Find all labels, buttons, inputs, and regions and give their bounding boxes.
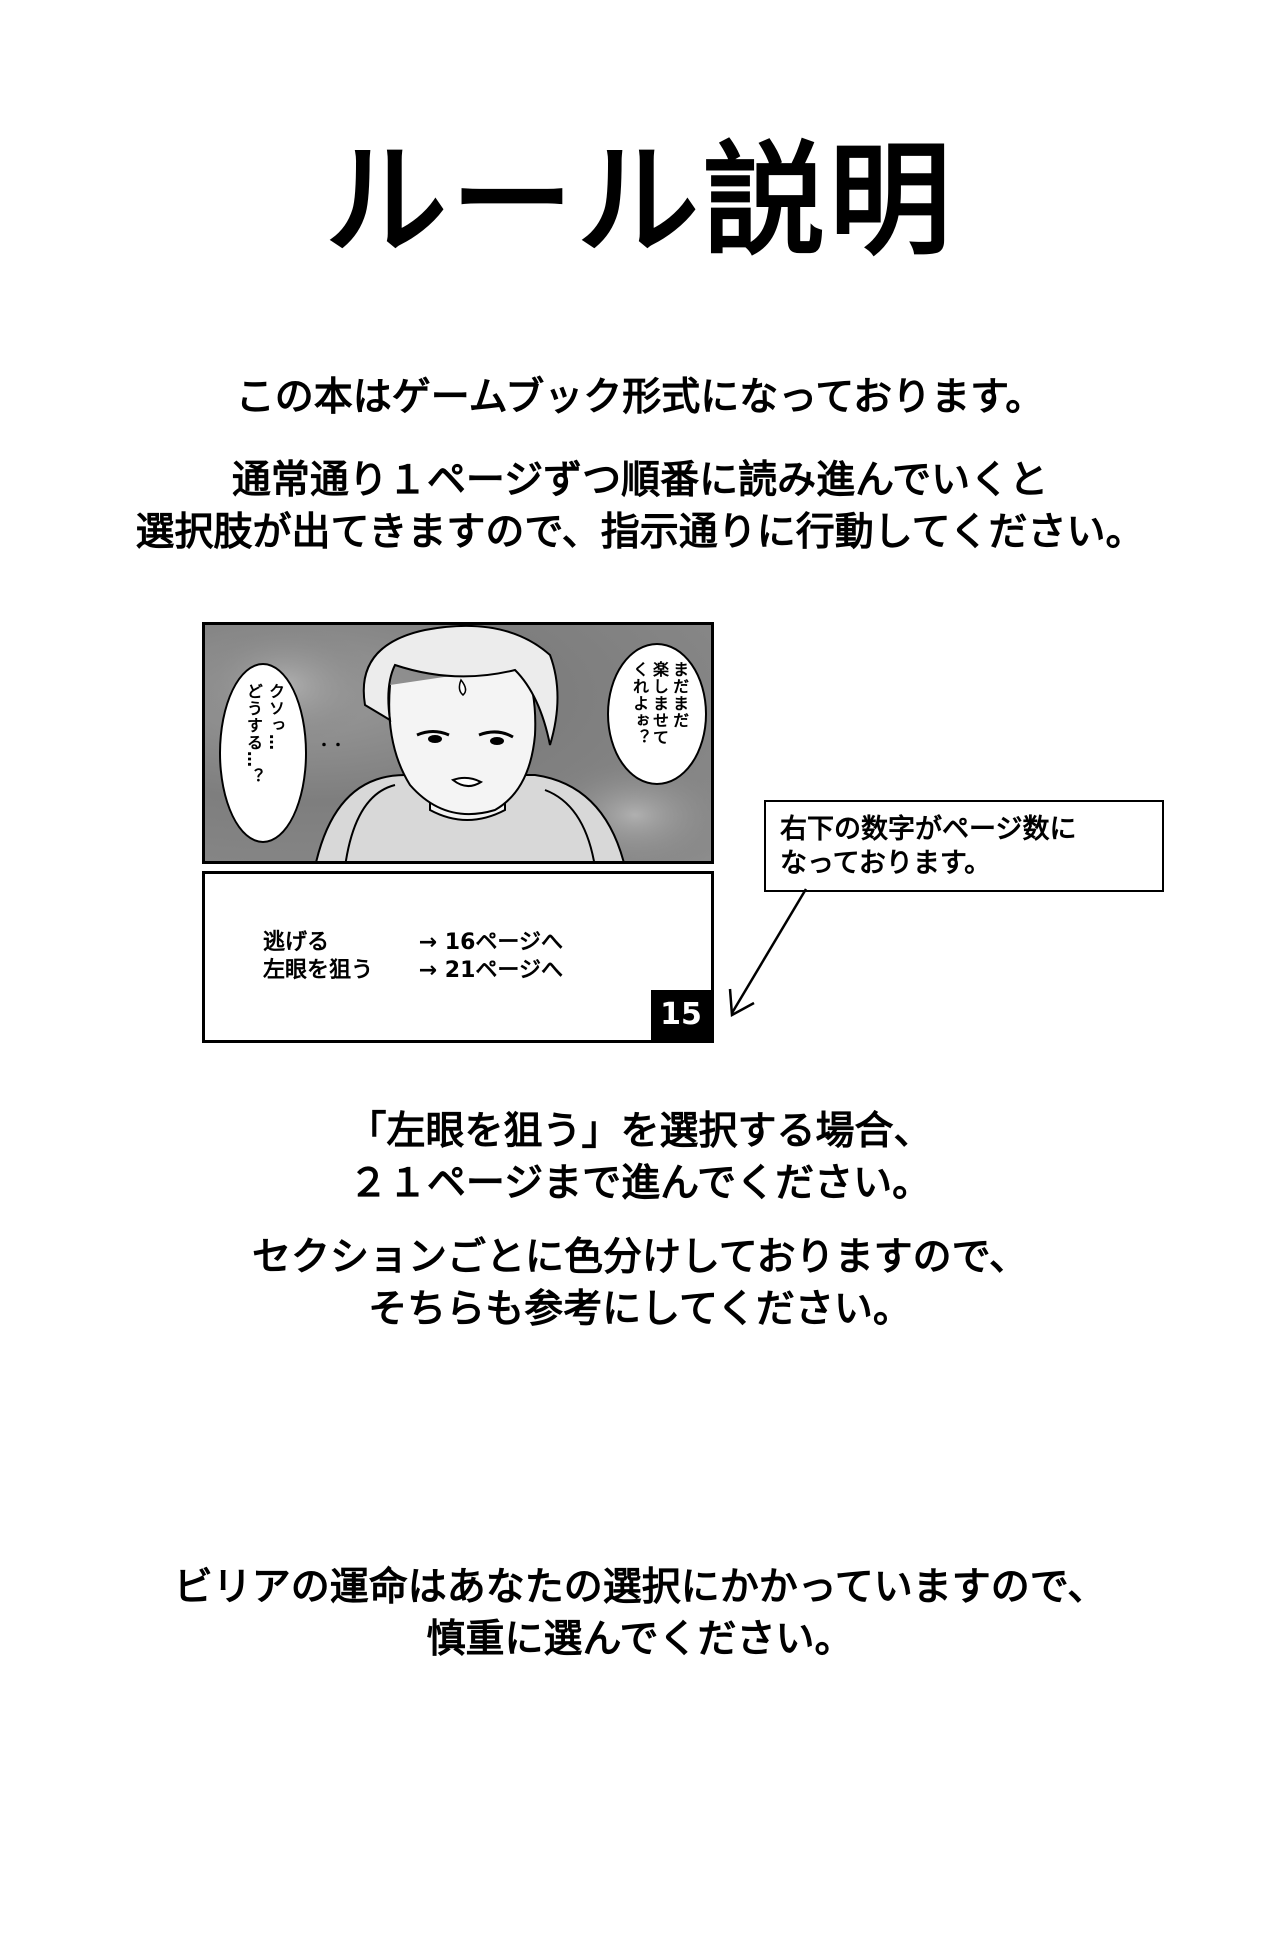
intro-line: この本はゲームブック形式になっております。 (235, 375, 1045, 420)
instructions-line-1: 通常通り１ページずつ順番に読み進んでいくと (231, 458, 1049, 503)
callout-arrow-icon (728, 888, 808, 1018)
page-number-badge: 15 (651, 990, 711, 1040)
page-title: ルール説明 (325, 130, 955, 272)
bubble-right-line-1: まだまだ (670, 661, 689, 729)
closing-line-1: ビリアの運命はあなたの選択にかかっていますので、 (173, 1565, 1107, 1610)
callout-box: 右下の数字がページ数に なっております。 (764, 800, 1164, 892)
choice-list: 逃げる → 16ページへ 左眼を狙う → 21ページへ (263, 929, 563, 985)
choice-row: 逃げる → 16ページへ (263, 929, 563, 957)
instructions-text: 通常通り１ページずつ順番に読み進んでいくと 選択肢が出てきますので、指示通りに行… (0, 455, 1280, 559)
example-manga-panel: クソっ… どうする…？ ・・ まだまだ 楽しませて くれよぉ？ (202, 622, 714, 864)
explanation-line-2: ２１ページまで進んでください。 (348, 1161, 932, 1206)
choice-target: → 16ページへ (418, 930, 563, 955)
explanation-line-1: 「左眼を狙う」を選択する場合、 (347, 1109, 933, 1154)
instructions-line-2: 選択肢が出てきますので、指示通りに行動してください。 (135, 510, 1145, 555)
section-note-line-1: セクションごとに色分けしておりますので、 (251, 1235, 1029, 1280)
callout-line-1: 右下の数字がページ数に (780, 814, 1077, 845)
speech-bubble-left: クソっ… どうする…？ (219, 663, 307, 843)
speech-bubble-right: まだまだ 楽しませて くれよぉ？ (607, 643, 707, 785)
example-choice-panel: 逃げる → 16ページへ 左眼を狙う → 21ページへ 15 (202, 871, 714, 1043)
section-note-text: セクションごとに色分けしておりますので、 そちらも参考にしてください。 (0, 1232, 1280, 1336)
thought-dots: ・・ (317, 738, 345, 754)
callout-line-2: なっております。 (780, 848, 992, 879)
choice-label: 逃げる (263, 930, 330, 955)
section-note-line-2: そちらも参考にしてください。 (368, 1287, 912, 1332)
bubble-right-line-3: くれよぉ？ (630, 661, 649, 746)
bubble-left-line-1: クソっ… (266, 683, 285, 751)
bubble-left-line-2: どうする…？ (244, 683, 263, 785)
closing-line-2: 慎重に選んでください。 (426, 1617, 854, 1662)
closing-text: ビリアの運命はあなたの選択にかかっていますので、 慎重に選んでください。 (0, 1562, 1280, 1666)
choice-target: → 21ページへ (418, 958, 563, 983)
bubble-right-line-2: 楽しませて (650, 661, 669, 746)
choice-label: 左眼を狙う (263, 958, 374, 983)
intro-text: この本はゲームブック形式になっております。 (0, 372, 1280, 424)
example-explanation-text: 「左眼を狙う」を選択する場合、 ２１ページまで進んでください。 (0, 1106, 1280, 1210)
choice-row: 左眼を狙う → 21ページへ (263, 957, 563, 985)
